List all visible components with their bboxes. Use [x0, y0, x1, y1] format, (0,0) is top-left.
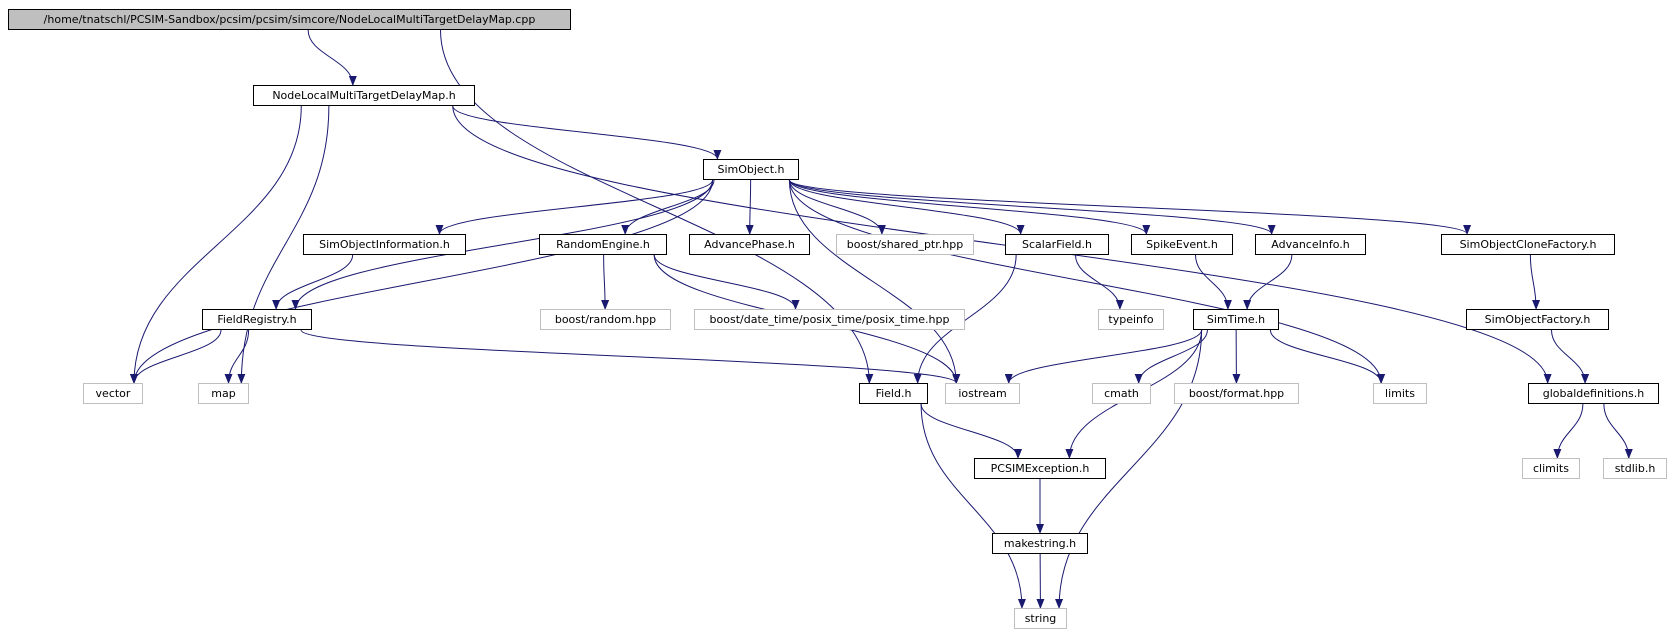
edge-simobject-to-spikeevent — [788, 179, 1151, 235]
node-vector: vector — [83, 383, 143, 404]
edge-simobject-to-vector — [130, 179, 714, 384]
node-simtime-h[interactable]: SimTime.h — [1193, 309, 1279, 330]
node-cmath: cmath — [1092, 383, 1151, 404]
node-scalarfield-h[interactable]: ScalarField.h — [1005, 234, 1109, 255]
edge-simobject-to-clonefactory — [788, 179, 1471, 235]
edge-root-to-field — [440, 29, 874, 384]
edge-simobject-to-scalarfield — [788, 179, 1025, 235]
edge-nltdm-to-vector — [130, 105, 302, 384]
edge-objfactory-to-globaldefs — [1551, 329, 1590, 384]
node-boost-shared-ptr-hpp: boost/shared_ptr.hpp — [836, 234, 974, 255]
node-boost-random-hpp: boost/random.hpp — [540, 309, 671, 330]
node-boost-format-hpp: boost/format.hpp — [1174, 383, 1299, 404]
edge-simobjinfo-to-fieldregistry — [272, 254, 354, 310]
edge-fieldregistry-to-vector — [130, 329, 222, 384]
edge-nltdm-to-map — [237, 105, 330, 384]
edge-simtime-to-cmath — [1134, 329, 1208, 384]
edge-clonefactory-to-objfactory — [1529, 254, 1541, 310]
edge-simobject-to-iostream — [788, 179, 961, 384]
node-field-h[interactable]: Field.h — [859, 383, 928, 404]
node-advancephase-h[interactable]: AdvancePhase.h — [689, 234, 810, 255]
edge-simobject-to-fieldregistry — [291, 179, 714, 310]
node-makestring-h[interactable]: makestring.h — [992, 533, 1088, 554]
node-simobjectclonefactory-h[interactable]: SimObjectCloneFactory.h — [1441, 234, 1615, 255]
edge-globaldefs-to-stdlib — [1603, 403, 1633, 459]
node-limits: limits — [1373, 383, 1427, 404]
edge-root-to-nltdm — [307, 29, 357, 86]
node-boost-posix-time-hpp: boost/date_time/posix_time/posix_time.hp… — [694, 309, 965, 330]
node-spikeevent-h[interactable]: SpikeEvent.h — [1131, 234, 1233, 255]
edge-simtime-to-limits — [1269, 329, 1386, 384]
edge-randomengine-to-posixtime — [653, 254, 800, 310]
edge-nltdm-to-globaldefs — [452, 105, 1552, 384]
edge-fieldregistry-to-map — [224, 329, 250, 384]
edge-nltdm-to-simobject — [452, 105, 722, 160]
node-climits: climits — [1522, 458, 1580, 479]
node-randomengine-h[interactable]: RandomEngine.h — [539, 234, 667, 255]
node-simobjectfactory-h[interactable]: SimObjectFactory.h — [1466, 309, 1609, 330]
node-simobjectinformation-h[interactable]: SimObjectInformation.h — [303, 234, 466, 255]
node-pcsimexception-h[interactable]: PCSIMException.h — [974, 458, 1106, 479]
edge-globaldefs-to-climits — [1553, 403, 1584, 459]
node-root-cpp: /home/tnatschl/PCSIM-Sandbox/pcsim/pcsim… — [8, 9, 571, 30]
edge-advanceinfo-to-simtime — [1243, 254, 1293, 310]
edge-simtime-to-string — [1055, 329, 1203, 609]
edge-scalarfield-to-typeinfo — [1075, 254, 1124, 310]
edge-simobject-to-advanceinfo — [788, 179, 1276, 235]
edge-field-to-pcsimexc — [920, 403, 1022, 459]
node-string: string — [1014, 608, 1067, 629]
node-typeinfo: typeinfo — [1098, 309, 1164, 330]
edge-field-to-string — [920, 403, 1026, 609]
edge-simobject-to-sharedptr — [788, 179, 886, 235]
edge-randomengine-to-boostrandom — [601, 254, 610, 310]
node-nodelocalmultitargetdelaymap-h[interactable]: NodeLocalMultiTargetDelayMap.h — [253, 85, 475, 106]
node-fieldregistry-h[interactable]: FieldRegistry.h — [202, 309, 312, 330]
edge-simtime-to-iostream — [1004, 329, 1203, 384]
edge-fieldregistry-to-iostream — [300, 329, 961, 384]
node-stdlib-h: stdlib.h — [1603, 458, 1667, 479]
edge-simobject-to-simobjinfo — [435, 179, 714, 235]
node-map: map — [198, 383, 249, 404]
node-globaldefinitions-h[interactable]: globaldefinitions.h — [1528, 383, 1659, 404]
node-iostream: iostream — [945, 383, 1020, 404]
edge-scalarfield-to-field — [913, 254, 1017, 384]
edge-spikeevent-to-simtime — [1195, 254, 1232, 310]
node-simobject-h[interactable]: SimObject.h — [703, 159, 799, 180]
edge-simobject-to-limits — [788, 179, 1386, 384]
node-advanceinfo-h[interactable]: AdvanceInfo.h — [1255, 234, 1366, 255]
edge-simobject-to-advancephase — [745, 179, 754, 235]
